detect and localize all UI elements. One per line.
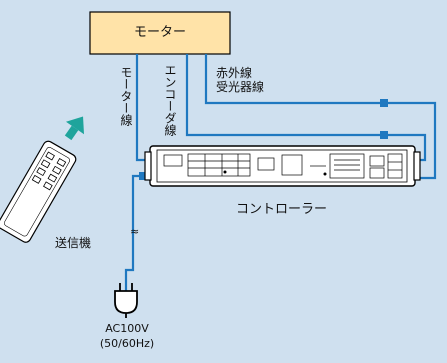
- encoder-wire: [185, 54, 427, 162]
- remote-label: 送信機: [55, 236, 92, 250]
- motor-box: [89, 11, 231, 55]
- connector-ir: [380, 99, 388, 107]
- signal-arrow: [64, 116, 85, 141]
- connector-power: [139, 172, 147, 180]
- remote-transmitter: [0, 140, 77, 243]
- voltage-label: AC100V: [105, 322, 149, 335]
- motor-wire-label: モーター線: [119, 66, 133, 126]
- ir-receiver-wire: [204, 54, 437, 180]
- controller-label: コントローラー: [236, 202, 328, 217]
- connector-encoder: [380, 131, 388, 139]
- encoder-wire-label: エンコーダ線: [163, 64, 177, 136]
- frequency-label: (50/60Hz): [99, 337, 155, 350]
- ir-wire-label-1: 赤外線: [216, 66, 253, 80]
- motor-label: モーター: [133, 25, 186, 40]
- plug-icon: [114, 283, 138, 318]
- ac-tilde: ≈: [130, 225, 140, 238]
- power-cord: [124, 174, 143, 292]
- controller-box: [144, 145, 421, 187]
- ir-wire-label-2: 受光器線: [216, 80, 265, 94]
